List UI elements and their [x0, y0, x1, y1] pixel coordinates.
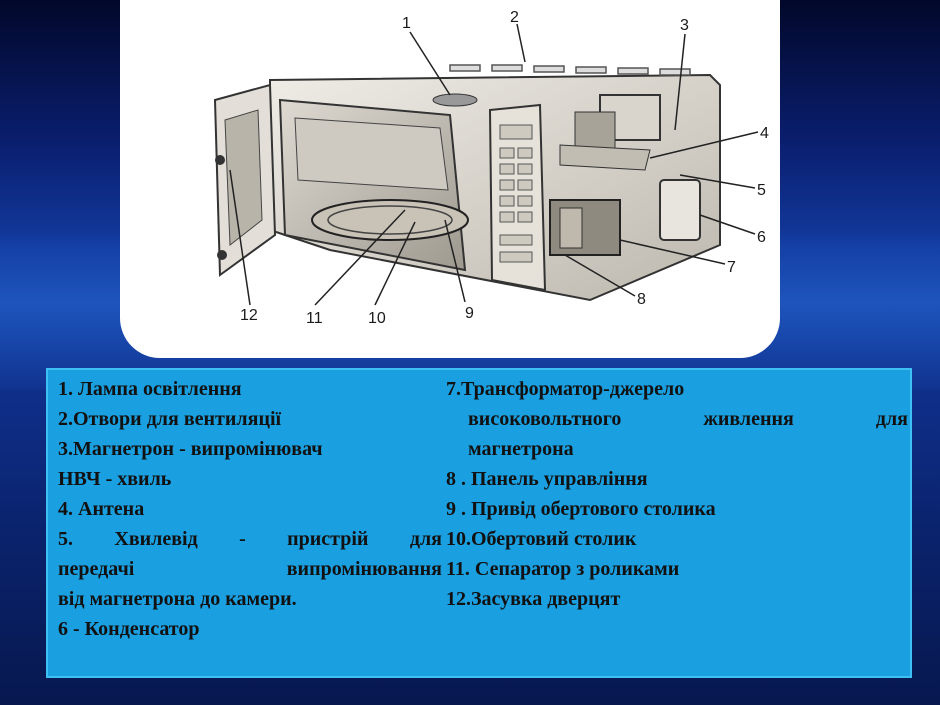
legend-item-12: 12.Засувка дверцят [446, 588, 621, 610]
callout-1: 1 [402, 15, 411, 32]
legend-item-3: 3.Магнетрон - випромінювач [58, 438, 323, 460]
callout-12: 12 [240, 307, 258, 324]
callout-5: 5 [757, 182, 766, 199]
microwave-diagram: 1 2 3 4 5 6 7 8 9 10 11 12 [120, 0, 780, 358]
callout-7: 7 [727, 259, 736, 276]
callout-11: 11 [306, 310, 323, 327]
callout-6: 6 [757, 229, 766, 246]
legend-right-column: 7.Трансформатор-джерело високовольтного … [446, 374, 908, 614]
waveguide [559, 144, 651, 171]
callout-2: 2 [510, 9, 519, 26]
legend-item-5: 5. Хвилевід - пристрій для [58, 528, 442, 550]
latch-top [215, 155, 225, 165]
vent-slots [449, 64, 691, 76]
legend-item-8: 8 . Панель управління [446, 468, 648, 490]
callout-9: 9 [465, 305, 474, 322]
callout-8: 8 [637, 291, 646, 308]
magnetron-fins [574, 111, 616, 153]
callout-4: 4 [760, 125, 769, 142]
legend-item-7-cont-a: високовольтного живлення для [468, 408, 908, 430]
cavity-back-wall [294, 117, 449, 191]
latch-bottom [217, 250, 227, 260]
roller-ring [327, 205, 453, 235]
lamp [432, 93, 478, 107]
legend-item-2: 2.Отвори для вентиляції [58, 408, 282, 430]
transformer-coil [559, 207, 583, 249]
legend-left-column: 1. Лампа освітлення 2.Отвори для вентиля… [58, 374, 442, 644]
legend-item-11: 11. Сепаратор з роликами [446, 558, 680, 580]
legend-item-5-cont-b: від магнетрона до камери. [58, 588, 297, 610]
leader-lines [229, 23, 759, 306]
callout-10: 10 [368, 310, 386, 327]
legend-item-7: 7.Трансформатор-джерело [446, 378, 685, 400]
legend-item-5-cont-a: передачі випромінювання [58, 558, 442, 580]
legend-item-9: 9 . Привід обертового столика [446, 498, 716, 520]
callout-3: 3 [680, 17, 689, 34]
legend-item-3-cont: НВЧ - хвиль [58, 468, 172, 490]
turntable [311, 199, 469, 241]
legend-item-6: 6 - Конденсатор [58, 618, 200, 640]
legend-item-4: 4. Антена [58, 498, 145, 520]
legend-item-10: 10.Обертовий столик [446, 528, 637, 550]
microwave-illustration: 1 2 3 4 5 6 7 8 9 10 11 12 [213, 9, 769, 327]
legend-item-7-cont-b: магнетрона [468, 438, 574, 460]
legend-box: 1. Лампа освітлення 2.Отвори для вентиля… [46, 368, 912, 678]
capacitor [659, 179, 701, 241]
panel-buttons [499, 124, 533, 263]
legend-item-1: 1. Лампа освітлення [58, 378, 242, 400]
door-window [224, 109, 263, 246]
